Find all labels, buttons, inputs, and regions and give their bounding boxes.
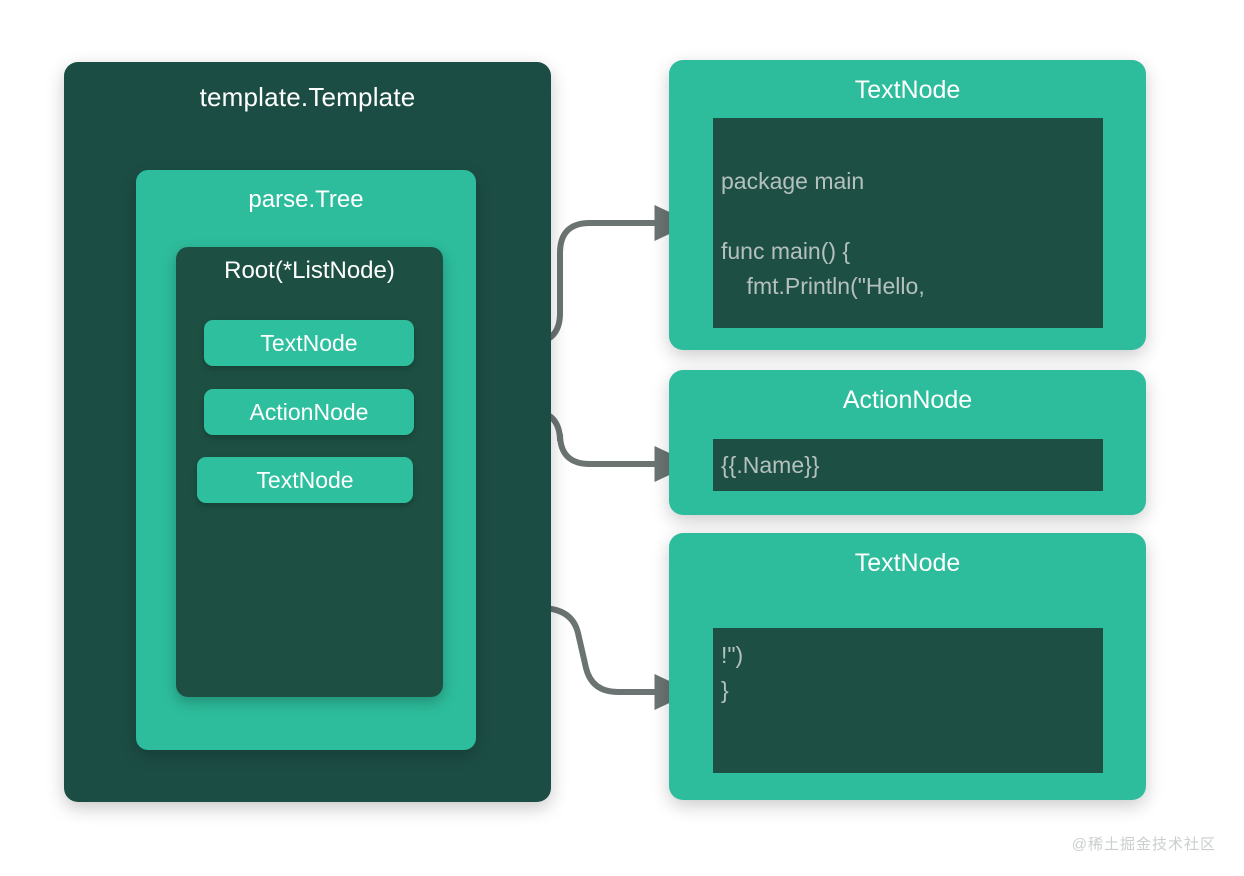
detail-card-code-0: package main func main() { fmt.Println("… [713,118,1103,328]
template-template-title: template.Template [199,82,416,112]
node-label: ActionNode [249,398,369,425]
detail-card-code-1: {{.Name}} [713,439,1103,491]
node-textnode-0[interactable]: TextNode [204,320,414,366]
detail-card-title: TextNode [854,549,961,577]
node-textnode-2[interactable]: TextNode [197,457,413,503]
root-listnode-title: Root(*ListNode) [224,257,395,284]
node-actionnode-1[interactable]: ActionNode [204,389,414,435]
detail-card-code-2: !") } [713,628,1103,773]
node-label: TextNode [256,466,354,493]
detail-card-title: TextNode [854,76,961,104]
detail-card-title: ActionNode [842,386,973,414]
watermark: @稀土掘金技术社区 [1071,836,1216,853]
parse-tree-title: parse.Tree [248,186,364,213]
node-label: TextNode [260,329,358,356]
